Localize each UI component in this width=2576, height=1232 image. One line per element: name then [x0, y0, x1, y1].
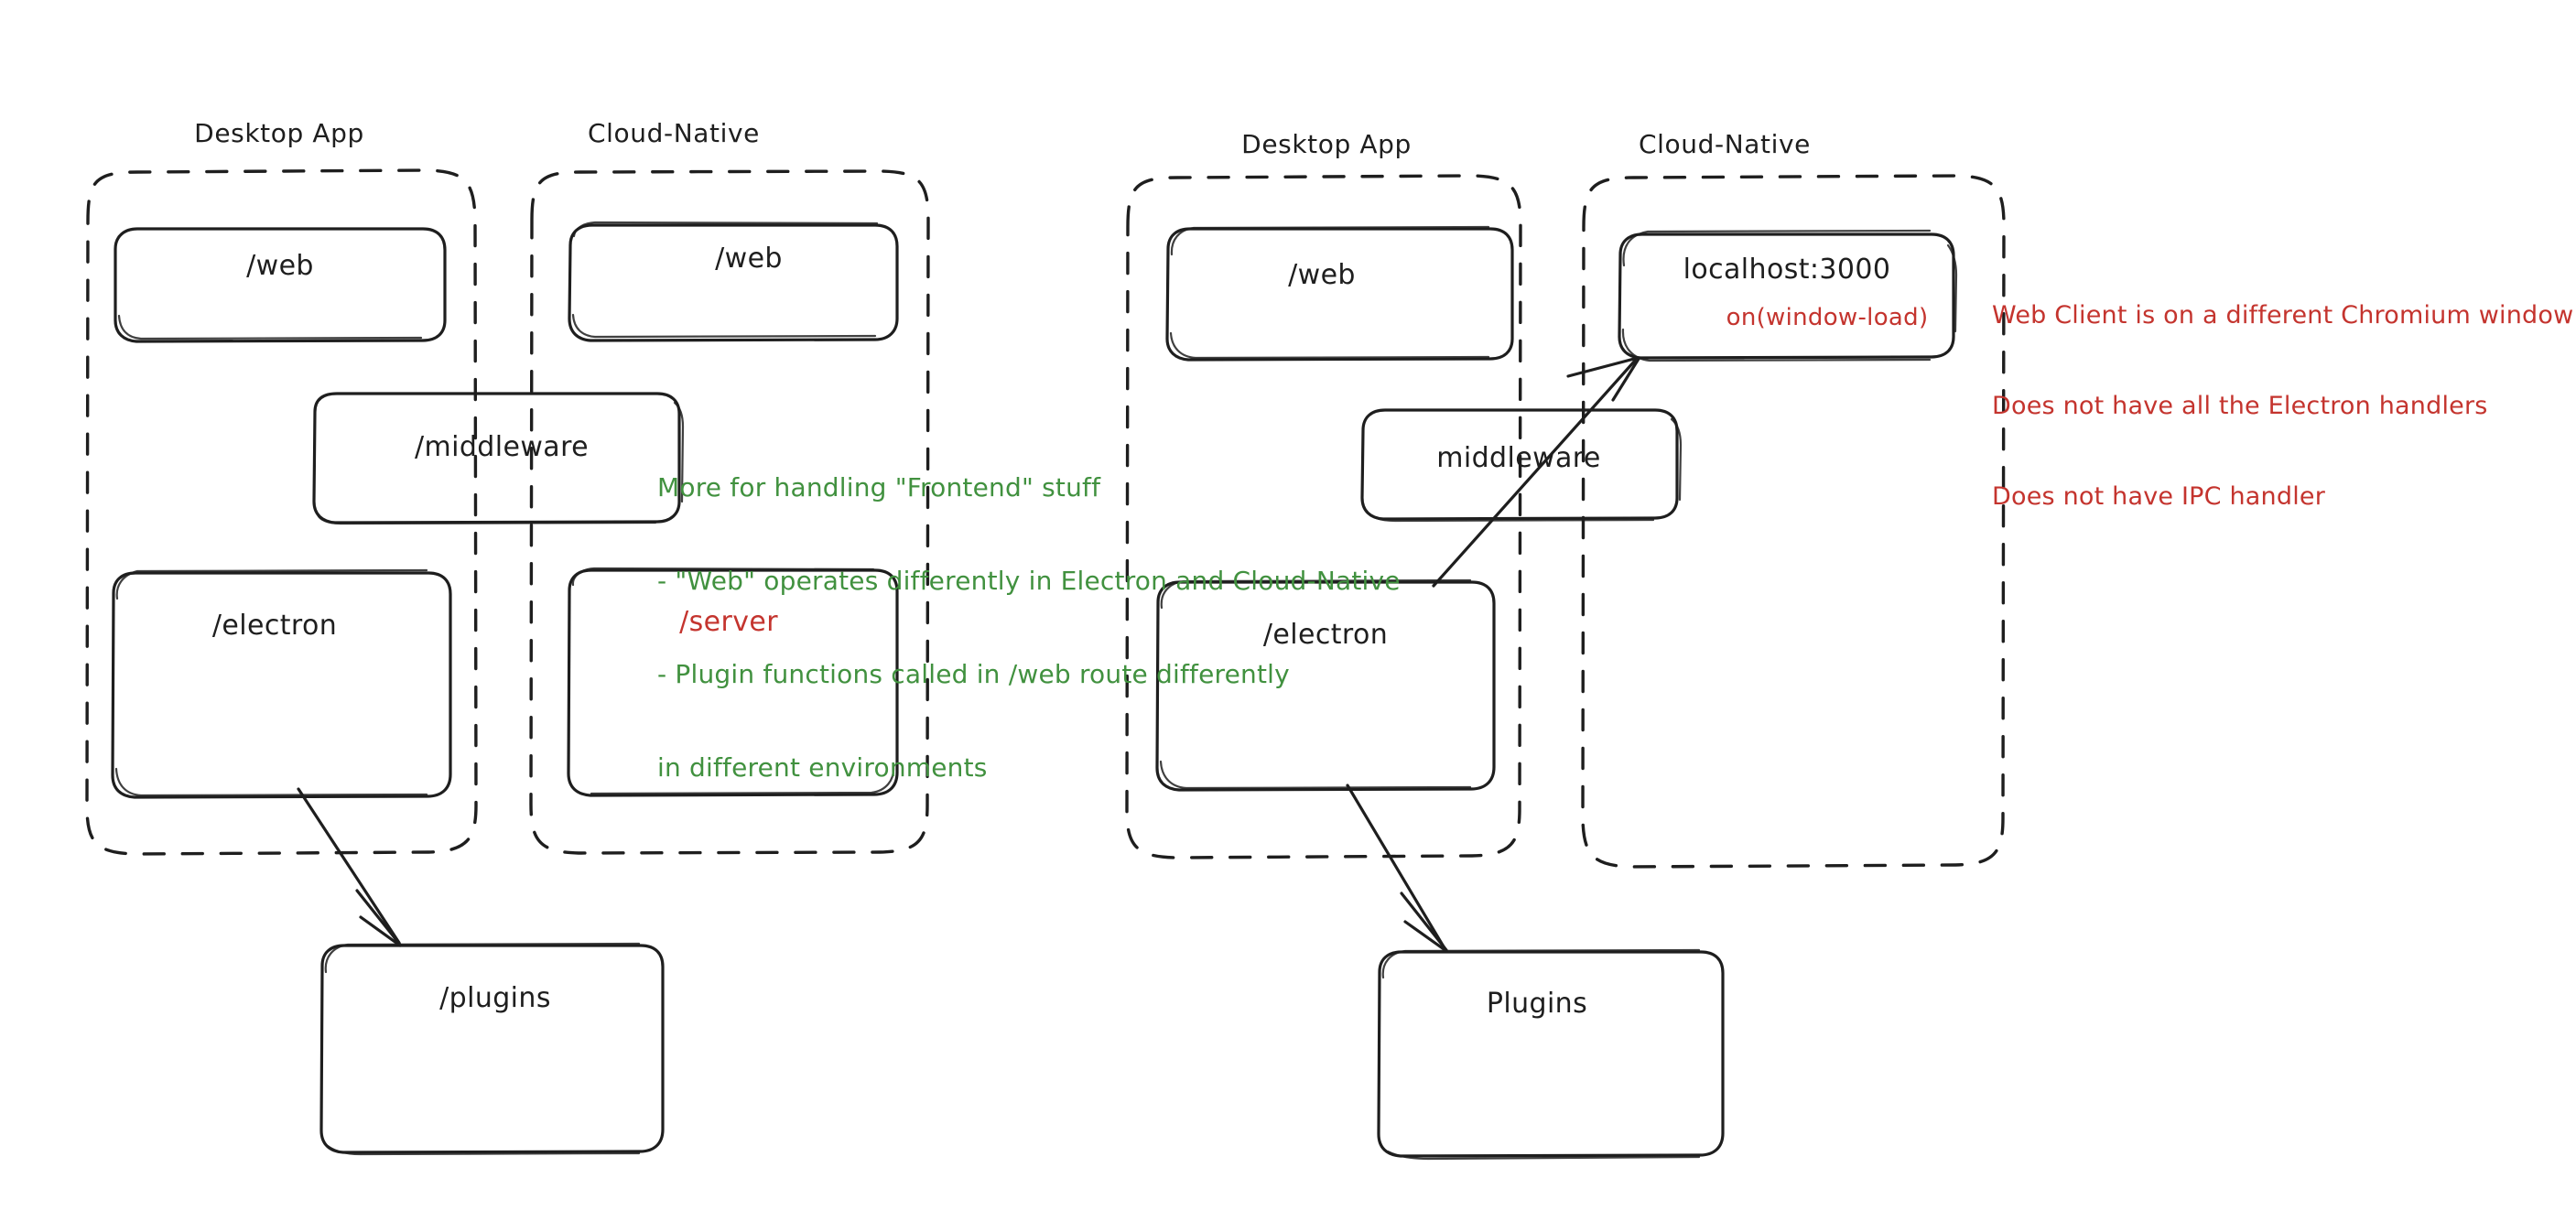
right-desktop-app-group-label: Desktop App: [1241, 129, 1412, 159]
right-plugins-label: Plugins: [1486, 988, 1588, 1020]
left-cloud-web-box: [568, 221, 899, 342]
red-note-line-3: Does not have IPC handler: [1992, 482, 2326, 511]
left-plugins-box: [319, 942, 665, 1156]
right-localhost-sublabel: on(window-load): [1726, 304, 1929, 331]
left-cloud-web-label: /web: [715, 243, 783, 275]
left-plugins-label: /plugins: [439, 982, 551, 1014]
right-electron-label: /electron: [1262, 619, 1389, 651]
right-plugins-box: [1377, 948, 1725, 1161]
left-electron-to-plugins-arrow: [297, 787, 402, 947]
left-cloud-native-group-label: Cloud-Native: [588, 118, 760, 148]
red-note-line-1: Web Client is on a different Chromium wi…: [1992, 301, 2574, 330]
green-note-line-2: - "Web" operates differently in Electron…: [657, 566, 1401, 596]
red-annotation-note: Web Client is on a different Chromium wi…: [1992, 240, 2573, 572]
green-note-line-1: More for handling "Frontend" stuff: [657, 472, 1101, 503]
green-note-line-3: - Plugin functions called in /web route …: [657, 659, 1290, 689]
right-cloud-native-group-label: Cloud-Native: [1639, 129, 1811, 159]
green-note-line-4: in different environments: [657, 752, 988, 783]
green-annotation-note: More for handling "Frontend" stuff - "We…: [657, 410, 1401, 846]
right-middleware-label: middleware: [1436, 442, 1601, 474]
left-electron-box: [111, 568, 452, 799]
red-note-line-2: Does not have all the Electron handlers: [1992, 392, 2488, 420]
left-desktop-web-box: [114, 227, 447, 343]
left-server-label: /server: [679, 606, 778, 638]
right-localhost-box: [1618, 229, 1958, 362]
left-desktop-app-group-label: Desktop App: [194, 118, 364, 148]
left-middleware-label: /middleware: [415, 431, 589, 463]
left-desktop-web-label: /web: [246, 250, 314, 282]
right-desktop-web-box: [1165, 225, 1514, 362]
left-electron-label: /electron: [211, 610, 338, 642]
right-localhost-label: localhost:3000: [1683, 254, 1891, 286]
right-desktop-web-label: /web: [1288, 259, 1356, 291]
